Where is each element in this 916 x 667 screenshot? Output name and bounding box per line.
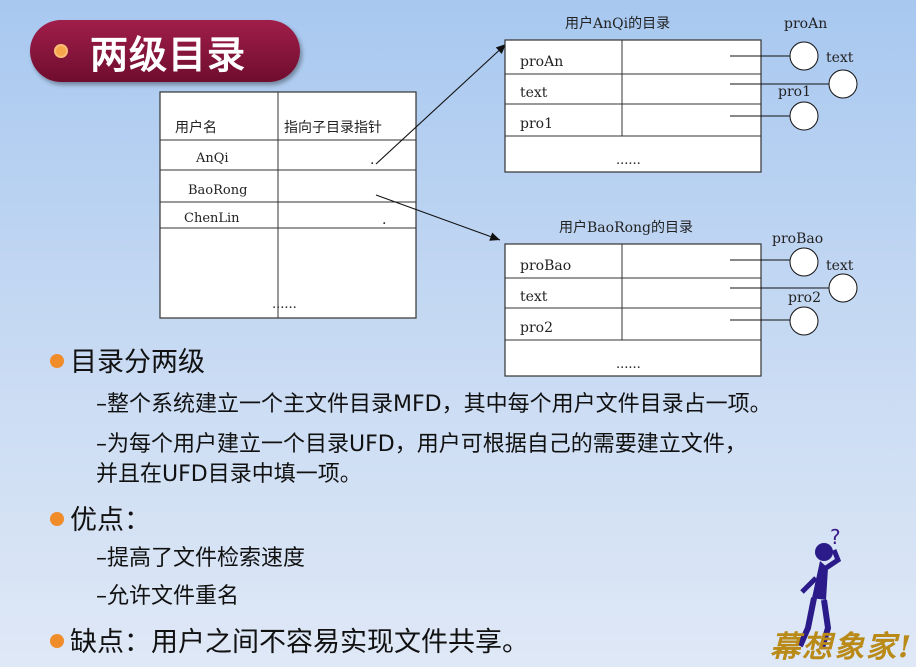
file-label-proan: proAn xyxy=(784,16,827,32)
thinking-figure-icon: ? xyxy=(797,528,842,649)
bullet-dot-icon xyxy=(50,511,64,526)
file-label-text-anqi: text xyxy=(826,50,854,66)
bullet-ufd-desc-2: 并且在UFD目录中填一项。 xyxy=(96,462,362,487)
bullet-adv-2: –允许文件重名 xyxy=(96,584,240,609)
mfd-ellipsis: ...... xyxy=(272,297,297,312)
mfd-mark-chenlin: . xyxy=(382,212,386,228)
bullet-two-level-text: 目录分两级 xyxy=(70,347,205,378)
ufd-baorong-row-text: text xyxy=(520,289,548,305)
pointer-arrow-baorong xyxy=(375,194,501,241)
file-label-probao: proBao xyxy=(772,231,823,247)
title-bullet-icon xyxy=(54,44,68,58)
bullet-advantages: 优点： xyxy=(50,498,151,537)
file-node-proan xyxy=(789,41,819,71)
ufd-baorong-ellipsis: ...... xyxy=(616,357,641,372)
title-banner: 两级目录 xyxy=(30,20,300,82)
brand-logo: 幕想象家! xyxy=(770,630,914,665)
mfd-mark-anqi: . xyxy=(370,152,374,168)
bullet-dot-icon xyxy=(50,353,64,368)
file-node-probao xyxy=(789,247,819,277)
ufd-anqi-row-proan: proAn xyxy=(520,54,563,70)
ufd-anqi-row-text: text xyxy=(520,85,548,101)
file-label-pro1: pro1 xyxy=(778,84,811,100)
file-node-text-baorong xyxy=(828,273,858,303)
bullet-two-level: 目录分两级 xyxy=(50,340,205,379)
bullet-advantages-text: 优点： xyxy=(70,505,151,536)
mfd-header-user: 用户名 xyxy=(175,119,217,136)
ufd-anqi-row-pro1: pro1 xyxy=(520,116,553,132)
file-node-pro1 xyxy=(789,101,819,131)
ufd-baorong-caption: 用户BaoRong的目录 xyxy=(559,219,693,236)
pointer-arrow-anqi xyxy=(375,43,507,165)
bullet-dot-icon xyxy=(50,633,64,648)
file-node-pro2 xyxy=(789,306,819,336)
bullet-mfd-desc: –整个系统建立一个主文件目录MFD，其中每个用户文件目录占一项。 xyxy=(96,392,772,417)
ufd-baorong-row-pro2: pro2 xyxy=(520,320,553,336)
mfd-row-chenlin: ChenLin xyxy=(184,211,240,226)
page-title: 两级目录 xyxy=(90,32,247,77)
mfd-row-anqi: AnQi xyxy=(195,151,229,166)
file-label-text-baorong: text xyxy=(826,258,854,274)
mfd-header-pointer: 指向子目录指针 xyxy=(284,120,382,136)
bullet-disadvantages: 缺点：用户之间不容易实现文件共享。 xyxy=(50,620,529,659)
bullet-adv-1: –提高了文件检索速度 xyxy=(96,546,306,571)
mfd-table: 用户名 指向子目录指针 AnQi BaoRong ChenLin . . ...… xyxy=(159,91,417,319)
bullet-ufd-desc-1: –为每个用户建立一个目录UFD，用户可根据自己的需要建立文件， xyxy=(96,432,747,457)
ufd-anqi-ellipsis: ...... xyxy=(616,153,641,168)
file-node-text-anqi xyxy=(828,69,858,99)
ufd-baorong-table: 用户BaoRong的目录 proBao text pro2 ...... pro… xyxy=(504,219,858,377)
ufd-anqi-table: 用户AnQi的目录 proAn text pro1 ...... proAn t… xyxy=(504,15,858,173)
mfd-row-baorong: BaoRong xyxy=(188,183,247,198)
ufd-baorong-row-probao: proBao xyxy=(520,258,571,274)
bullet-disadvantages-text: 缺点：用户之间不容易实现文件共享。 xyxy=(70,627,529,658)
svg-text:?: ? xyxy=(830,528,841,549)
file-label-pro2: pro2 xyxy=(788,290,821,306)
ufd-anqi-caption: 用户AnQi的目录 xyxy=(565,15,670,32)
